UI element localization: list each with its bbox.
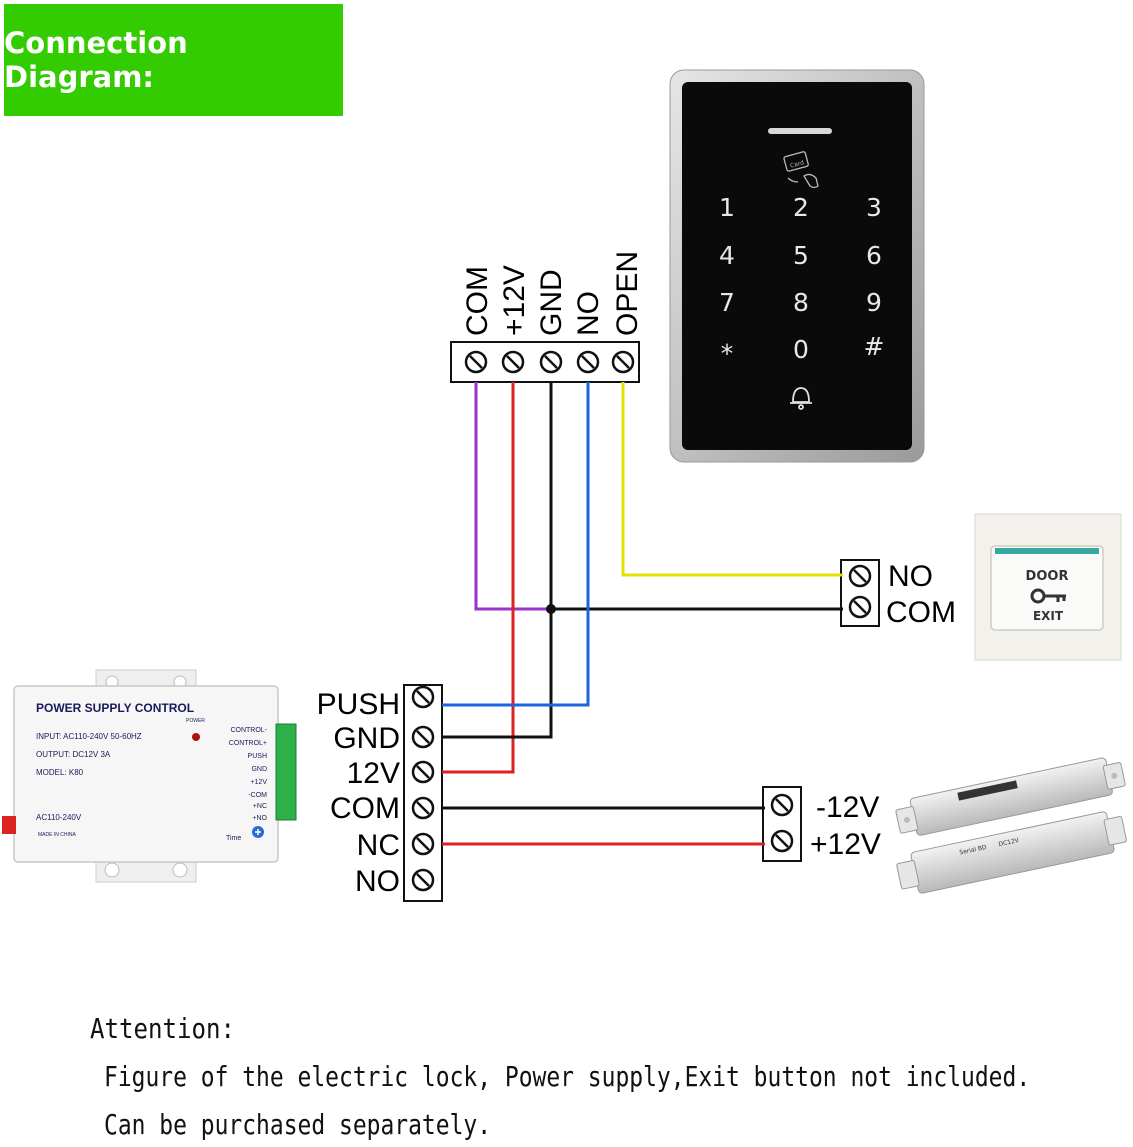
- attention-note-1: Figure of the electric lock, Power suppl…: [104, 1060, 1031, 1093]
- terminal-screw: [411, 868, 435, 892]
- psu-terminal-label-no: NO: [355, 865, 400, 898]
- psu-ac: AC110-240V: [36, 813, 82, 822]
- lock-terminal-label-plus12v: +12V: [810, 828, 881, 861]
- keypad-keys: 1 2 3 4 5 6 7 8 9 * 0 #: [719, 193, 884, 368]
- psu-terminal-label-push: PUSH: [317, 688, 400, 721]
- psu-terminal-block: PUSH GND 12V COM NC NO: [317, 684, 443, 902]
- key-star[interactable]: *: [721, 339, 734, 368]
- psu-side-labels: CONTROL- CONTROL+ PUSH GND +12V -COM +NC…: [229, 727, 268, 822]
- remote-icon: [252, 826, 264, 838]
- terminal-screw: [770, 793, 794, 817]
- keypad: Card 1 2 3 4 5 6 7 8 9 * 0 #: [669, 69, 925, 463]
- key-4[interactable]: 4: [719, 241, 735, 270]
- exit-button-bottom-label: EXIT: [1033, 609, 1064, 623]
- terminal-label-no: NO: [572, 291, 605, 336]
- diagram-title: Connection Diagram:: [4, 4, 343, 116]
- terminal-screw: [411, 760, 435, 784]
- exit-terminal-label-no: NO: [888, 560, 933, 593]
- attention-title: Attention:: [90, 1012, 235, 1045]
- psu-power-label: POWER: [186, 718, 205, 724]
- wire-junction: [546, 604, 556, 614]
- terminal-screw: [411, 725, 435, 749]
- terminal-screws: [411, 350, 872, 892]
- power-supply: POWER SUPPLY CONTROL POWER INPUT: AC110-…: [2, 669, 297, 883]
- terminal-screw: [576, 350, 600, 374]
- key-6[interactable]: 6: [866, 241, 882, 270]
- attention-note-2: Can be purchased separately.: [104, 1108, 492, 1141]
- indicator-bar: [768, 128, 832, 134]
- psu-output: OUTPUT: DC12V 3A: [36, 750, 111, 759]
- terminal-label-12v: +12V: [498, 265, 531, 336]
- key-icon: [1030, 588, 1066, 604]
- key-2[interactable]: 2: [793, 193, 809, 222]
- exit-button-top-label: DOOR: [1026, 569, 1069, 584]
- key-7[interactable]: 7: [719, 288, 735, 317]
- exit-button: DOOR EXIT: [974, 513, 1122, 661]
- psu-side-label: CONTROL+: [229, 740, 267, 747]
- wire-gnd: [442, 382, 553, 739]
- psu-side-label: +NC: [253, 803, 267, 810]
- terminal-label-open: OPEN: [611, 251, 644, 336]
- psu-side-label: -COM: [248, 792, 267, 799]
- card-reader-icon: [783, 151, 819, 189]
- keypad-terminal-labels: COM +12V GND NO OPEN: [461, 251, 644, 336]
- electric-lock: Serial BD DC12V: [895, 757, 1127, 894]
- psu-terminal-label-com: COM: [330, 792, 400, 825]
- psu-made-in: MADE IN CHINA: [38, 832, 76, 838]
- psu-side-label: CONTROL-: [230, 727, 267, 734]
- terminal-screw: [848, 595, 872, 619]
- lock-terminal-label-minus12v: -12V: [816, 791, 879, 824]
- psu-model: MODEL: K80: [36, 768, 84, 777]
- exit-terminal-block: NO COM: [840, 559, 956, 629]
- wire-com: [474, 382, 551, 611]
- key-hash[interactable]: #: [864, 332, 885, 361]
- psu-input: INPUT: AC110-240V 50-60HZ: [36, 732, 142, 741]
- terminal-screw: [464, 350, 488, 374]
- terminal-screw: [770, 829, 794, 853]
- wire-open: [621, 382, 843, 577]
- psu-side-label: +NO: [252, 815, 267, 822]
- terminal-screw: [411, 832, 435, 856]
- psu-time-label: Time: [226, 835, 241, 842]
- bell-icon[interactable]: [790, 387, 812, 410]
- key-8[interactable]: 8: [793, 288, 809, 317]
- terminal-screw: [848, 564, 872, 588]
- lock-spec-label: DC12V: [998, 837, 1020, 848]
- psu-terminal-label-nc: NC: [357, 829, 400, 862]
- terminal-screw: [501, 350, 525, 374]
- terminal-screw: [411, 796, 435, 820]
- terminal-screw: [411, 685, 435, 709]
- key-3[interactable]: 3: [866, 193, 882, 222]
- terminal-screw: [611, 350, 635, 374]
- psu-terminal-label-gnd: GND: [333, 722, 400, 755]
- wire-no: [442, 382, 590, 707]
- psu-side-label: +12V: [250, 779, 267, 786]
- key-9[interactable]: 9: [866, 288, 882, 317]
- power-led: [192, 733, 200, 741]
- terminal-label-com: COM: [461, 266, 494, 336]
- psu-side-label: GND: [251, 766, 267, 773]
- psu-terminal-label-12v: 12V: [347, 757, 400, 790]
- terminal-screw: [539, 350, 563, 374]
- terminal-label-gnd: GND: [535, 269, 568, 336]
- key-0[interactable]: 0: [793, 335, 809, 364]
- psu-title: POWER SUPPLY CONTROL: [36, 701, 194, 715]
- key-1[interactable]: 1: [719, 193, 735, 222]
- exit-terminal-label-com: COM: [886, 596, 956, 629]
- key-5[interactable]: 5: [793, 241, 809, 270]
- psu-side-label: PUSH: [248, 753, 267, 760]
- wires: [442, 382, 843, 846]
- wire-plus12v: [442, 382, 515, 774]
- card-label: Card: [789, 159, 805, 169]
